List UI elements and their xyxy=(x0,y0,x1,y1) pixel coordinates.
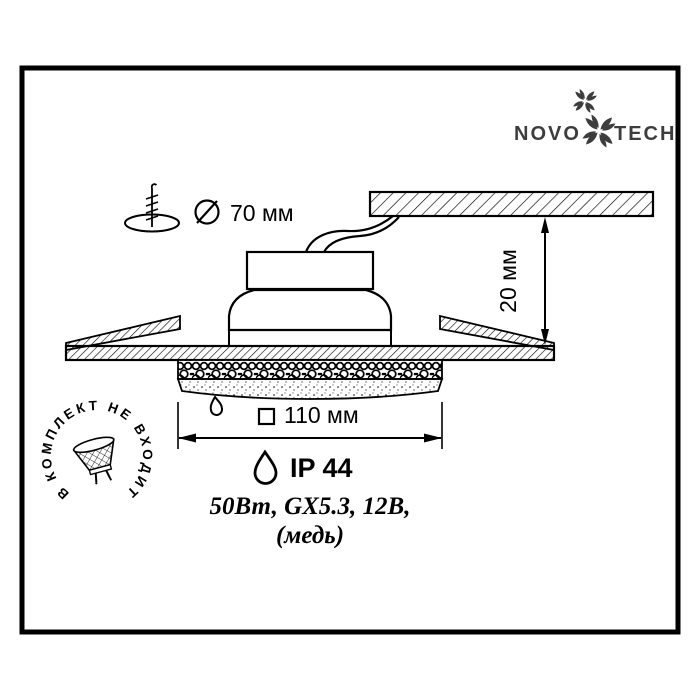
square-icon xyxy=(257,407,276,426)
pinwheel-small-icon xyxy=(573,89,597,113)
halogen-lamp-icon xyxy=(72,436,115,485)
mounting-wires xyxy=(304,215,400,253)
dim-width-arrow xyxy=(177,402,443,449)
frame-border xyxy=(19,65,681,635)
spec-material-label: (медь) xyxy=(276,522,344,549)
lamp-housing xyxy=(227,250,393,346)
water-drop-icon xyxy=(253,449,278,485)
screw-into-hole-icon xyxy=(124,183,180,233)
spec-electrical-label: 50Вт, GX5.3, 12В, xyxy=(210,493,411,520)
recess-depth-label: 20 мм xyxy=(495,249,521,313)
logo-text-novo: NOVO xyxy=(514,123,581,145)
ceiling-section xyxy=(368,190,655,218)
finial-drop xyxy=(209,395,223,416)
ip-rating-label: IP 44 xyxy=(290,453,353,483)
brand-logo: NOVO TECH xyxy=(514,89,676,148)
pinwheel-large-icon xyxy=(582,114,616,148)
dim-depth-arrow xyxy=(541,217,549,345)
cutout-width-label: 110 мм xyxy=(284,402,359,428)
decorative-glass xyxy=(176,359,444,416)
logo-text-tech: TECH xyxy=(614,123,676,145)
diameter-icon xyxy=(194,199,220,225)
hole-diameter-label: 70 мм xyxy=(230,200,294,226)
not-included-badge: В КОМПЛЕКТ НЕ ВХОДИТ xyxy=(39,398,152,502)
